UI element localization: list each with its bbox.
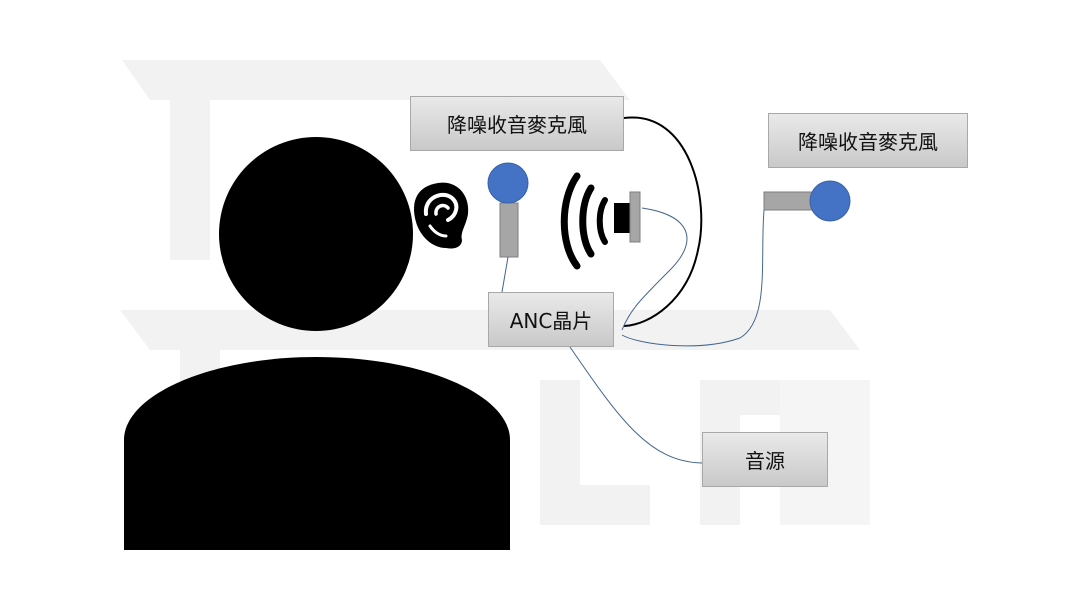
person-silhouette-icon bbox=[124, 137, 510, 550]
microphone-icon bbox=[487, 162, 529, 258]
wire-inner-mic-to-chip bbox=[501, 256, 509, 293]
speaker-icon bbox=[614, 191, 641, 243]
outer-microphone-icon bbox=[763, 180, 851, 222]
wire-speaker-to-chip bbox=[621, 207, 688, 331]
sound-waves-icon bbox=[560, 172, 608, 270]
anc-chip-label: ANC晶片 bbox=[488, 292, 614, 347]
wires bbox=[501, 116, 765, 464]
outer-mic-label: 降噪收音麥克風 bbox=[768, 113, 968, 168]
inner-mic-label: 降噪收音麥克風 bbox=[410, 96, 624, 151]
wire-mic-to-chip-black bbox=[623, 116, 703, 327]
audio-source-label: 音源 bbox=[702, 432, 828, 487]
ear-icon bbox=[414, 182, 469, 249]
wire-chip-to-source bbox=[569, 346, 703, 464]
wire-outer-mic-to-chip bbox=[621, 209, 765, 347]
